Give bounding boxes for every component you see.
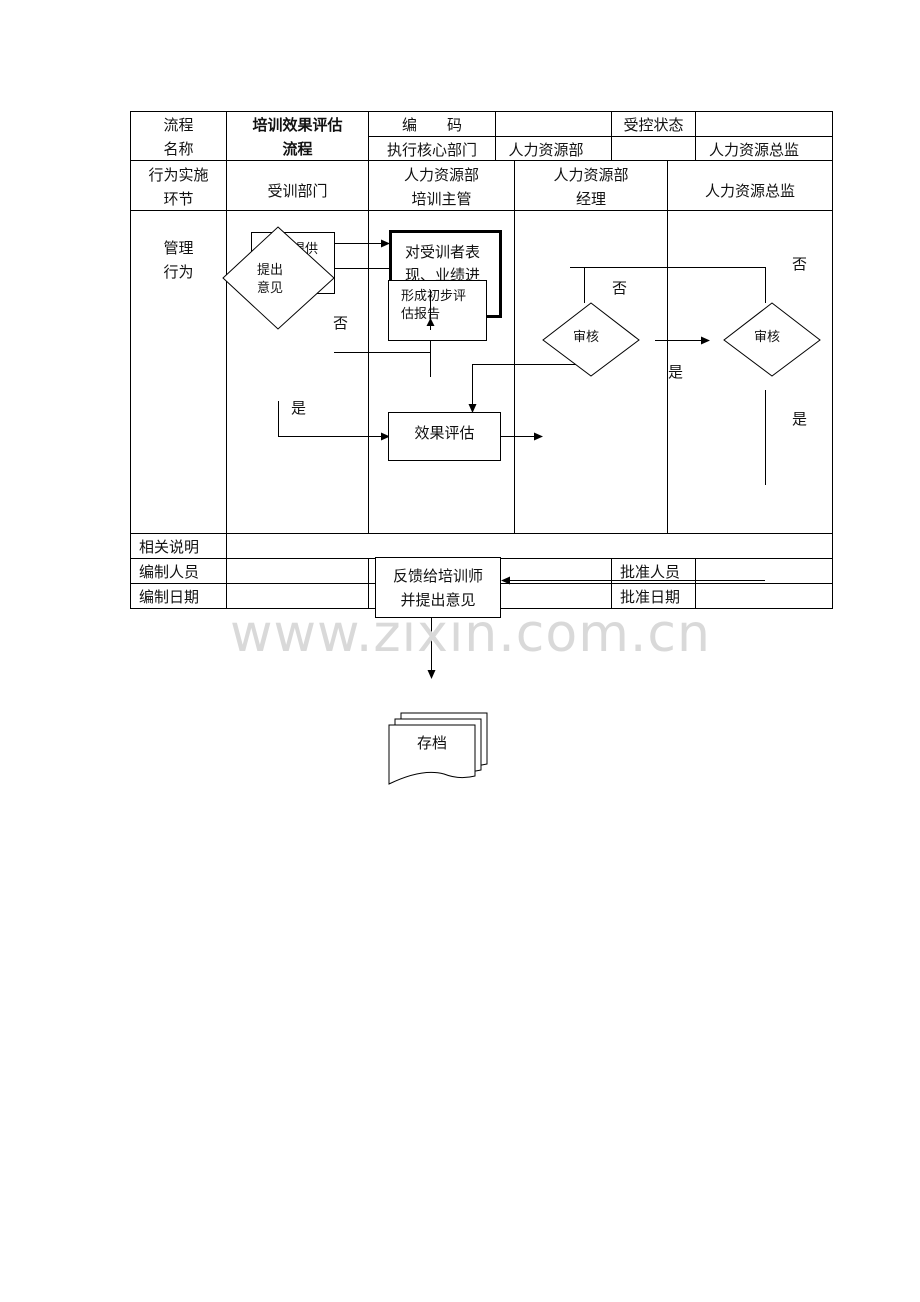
feedback-line1: 反馈给培训师 xyxy=(392,567,483,585)
approve-date-label: 批准日期 xyxy=(620,588,681,606)
col-hr-director: 人力资源总监 xyxy=(704,182,795,200)
initial-report-line1: 形成初步评 xyxy=(401,289,467,304)
opinion-decision-diamond[interactable] xyxy=(221,226,336,331)
core-dept-director: 人力资源总监 xyxy=(708,141,799,159)
col-hr-supervisor-line2: 培训主管 xyxy=(411,190,472,208)
col-trainee-dept: 受训部门 xyxy=(267,182,328,200)
row-label-line1: 管理 xyxy=(163,239,194,257)
no-label-trainee: 否 xyxy=(333,314,349,332)
core-dept-label: 执行核心部门 xyxy=(386,141,477,159)
process-name-line1: 培训效果评估 xyxy=(252,116,343,134)
control-status-label: 受控状态 xyxy=(623,116,684,134)
process-label-line2: 名称 xyxy=(163,140,194,158)
no-label-manager: 否 xyxy=(612,279,628,297)
compiler-label: 编制人员 xyxy=(139,563,200,581)
stage-label-line1: 行为实施 xyxy=(148,166,209,184)
row-label-line2: 行为 xyxy=(163,263,194,281)
compile-date-label: 编制日期 xyxy=(139,588,200,606)
feedback-line2: 并提出意见 xyxy=(400,591,476,609)
notes-label: 相关说明 xyxy=(139,538,200,556)
director-review-label: 审核 xyxy=(753,330,780,345)
yes-label-director: 是 xyxy=(792,410,808,428)
opinion-diamond-line2: 意见 xyxy=(256,281,283,296)
feedback-box[interactable]: 反馈给培训师 并提出意见 xyxy=(375,557,501,618)
approver-label: 批准人员 xyxy=(620,563,681,581)
col-hr-manager-line1: 人力资源部 xyxy=(553,166,629,184)
process-label-line1: 流程 xyxy=(163,116,194,134)
col-hr-manager-line2: 经理 xyxy=(575,190,606,208)
process-name-line2: 流程 xyxy=(282,140,313,158)
evaluate-trainee-line2: 现、业绩进 xyxy=(405,266,481,284)
col-hr-supervisor-line1: 人力资源部 xyxy=(403,166,479,184)
stage-label-line2: 环节 xyxy=(163,190,194,208)
evaluate-trainee-line1: 对受训者表 xyxy=(405,243,481,261)
yes-label-manager: 是 xyxy=(668,363,684,381)
report-connector xyxy=(426,290,435,330)
effect-evaluation-box[interactable]: 效果评估 xyxy=(388,412,501,461)
core-dept-value: 人力资源部 xyxy=(508,141,584,159)
director-review-diamond[interactable] xyxy=(722,302,822,378)
manager-review-diamond[interactable] xyxy=(541,302,641,378)
flow-connectors xyxy=(257,239,766,679)
code-label: 编 码 xyxy=(401,116,462,134)
no-label-director: 否 xyxy=(792,255,808,273)
archive-document-icon[interactable] xyxy=(386,710,490,792)
effect-evaluation-label: 效果评估 xyxy=(414,424,475,442)
manager-review-label: 审核 xyxy=(572,330,599,345)
opinion-diamond-line1: 提出 xyxy=(256,263,283,278)
yes-label-trainee: 是 xyxy=(291,399,307,417)
archive-label: 存档 xyxy=(417,734,448,752)
initial-report-box[interactable]: 形成初步评 估报告 xyxy=(388,280,487,341)
